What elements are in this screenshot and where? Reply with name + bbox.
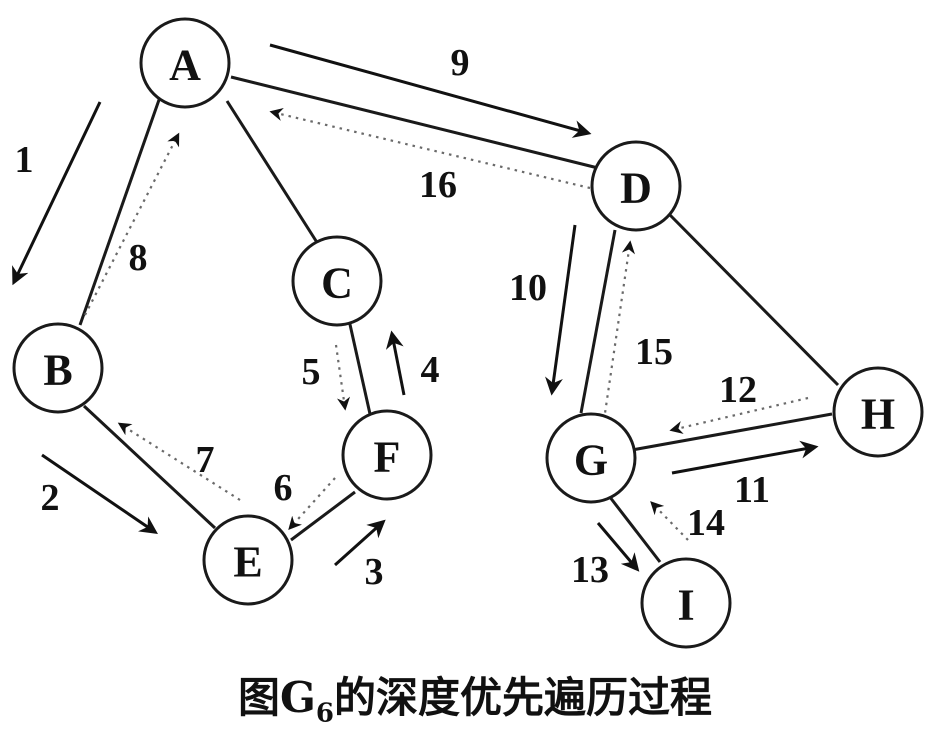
edge-b-e bbox=[82, 404, 217, 530]
edge-a-d bbox=[230, 75, 599, 170]
node-i: I bbox=[640, 557, 732, 649]
arrow-step-3 bbox=[333, 519, 386, 567]
arrow-step-14 bbox=[650, 501, 689, 541]
node-b: B bbox=[12, 322, 104, 414]
step-label-4: 4 bbox=[421, 349, 440, 391]
arrow-step-13 bbox=[596, 522, 640, 572]
step-label-15: 15 bbox=[635, 331, 673, 373]
step-labels: 1 2 3 4 5 6 7 8 9 10 11 12 13 14 15 16 bbox=[15, 42, 770, 593]
step-label-13: 13 bbox=[571, 549, 609, 591]
caption-subscript: 6 bbox=[315, 698, 334, 729]
nodes: A B C D E F G H bbox=[12, 17, 924, 649]
edge-a-c bbox=[225, 100, 320, 245]
step-label-11: 11 bbox=[734, 469, 770, 511]
step-label-7: 7 bbox=[196, 439, 215, 481]
edge-c-f bbox=[347, 319, 372, 415]
arrow-step-10 bbox=[545, 224, 577, 396]
step-label-3: 3 bbox=[365, 551, 384, 593]
node-e: E bbox=[202, 514, 294, 606]
arrow-step-9 bbox=[269, 43, 592, 138]
step-label-16: 16 bbox=[419, 164, 457, 206]
arrow-step-6 bbox=[288, 477, 336, 530]
node-i-label: I bbox=[677, 581, 694, 630]
arrow-step-4 bbox=[385, 330, 406, 396]
step-label-9: 9 bbox=[451, 42, 470, 84]
step-label-14: 14 bbox=[687, 502, 725, 544]
node-f-label: F bbox=[374, 433, 401, 482]
arrow-step-8 bbox=[84, 132, 180, 316]
arrow-step-12 bbox=[669, 396, 809, 435]
node-a: A bbox=[139, 17, 231, 109]
traversal-arrows bbox=[12, 43, 819, 572]
edge-d-h bbox=[668, 213, 840, 387]
caption-prefix: 图G bbox=[238, 673, 316, 722]
node-g: G bbox=[545, 412, 637, 504]
step-label-8: 8 bbox=[129, 237, 148, 279]
arrow-step-11 bbox=[671, 440, 819, 475]
arrow-step-7 bbox=[117, 422, 241, 501]
node-h-label: H bbox=[861, 390, 895, 439]
node-d-label: D bbox=[620, 164, 652, 213]
node-c: C bbox=[291, 235, 383, 327]
arrow-step-5 bbox=[334, 344, 351, 411]
node-d: D bbox=[590, 140, 682, 232]
step-label-2: 2 bbox=[41, 477, 60, 519]
node-b-label: B bbox=[43, 346, 72, 395]
arrow-step-2 bbox=[41, 453, 158, 535]
arrow-step-1 bbox=[12, 101, 102, 286]
graph-canvas: 1 2 3 4 5 6 7 8 9 10 11 12 13 14 15 16 A… bbox=[12, 17, 924, 649]
step-label-5: 5 bbox=[302, 351, 321, 393]
figure-caption: 图G6的深度优先遍历过程 bbox=[0, 664, 950, 728]
edge-g-h bbox=[631, 412, 833, 452]
caption-suffix: 的深度优先遍历过程 bbox=[333, 673, 712, 722]
step-label-10: 10 bbox=[509, 267, 547, 309]
node-h: H bbox=[832, 366, 924, 458]
node-c-label: C bbox=[321, 259, 353, 308]
node-a-label: A bbox=[169, 41, 201, 90]
edge-g-i bbox=[604, 491, 662, 563]
step-label-12: 12 bbox=[719, 369, 757, 411]
node-e-label: E bbox=[233, 538, 262, 587]
edge-d-g bbox=[579, 229, 617, 414]
node-f: F bbox=[341, 409, 433, 501]
edge-e-f bbox=[290, 490, 356, 542]
edges bbox=[78, 75, 840, 563]
arrow-step-16 bbox=[269, 108, 591, 190]
edge-a-b bbox=[78, 96, 162, 326]
step-label-6: 6 bbox=[274, 467, 293, 509]
step-label-1: 1 bbox=[15, 139, 34, 181]
node-g-label: G bbox=[574, 436, 608, 485]
